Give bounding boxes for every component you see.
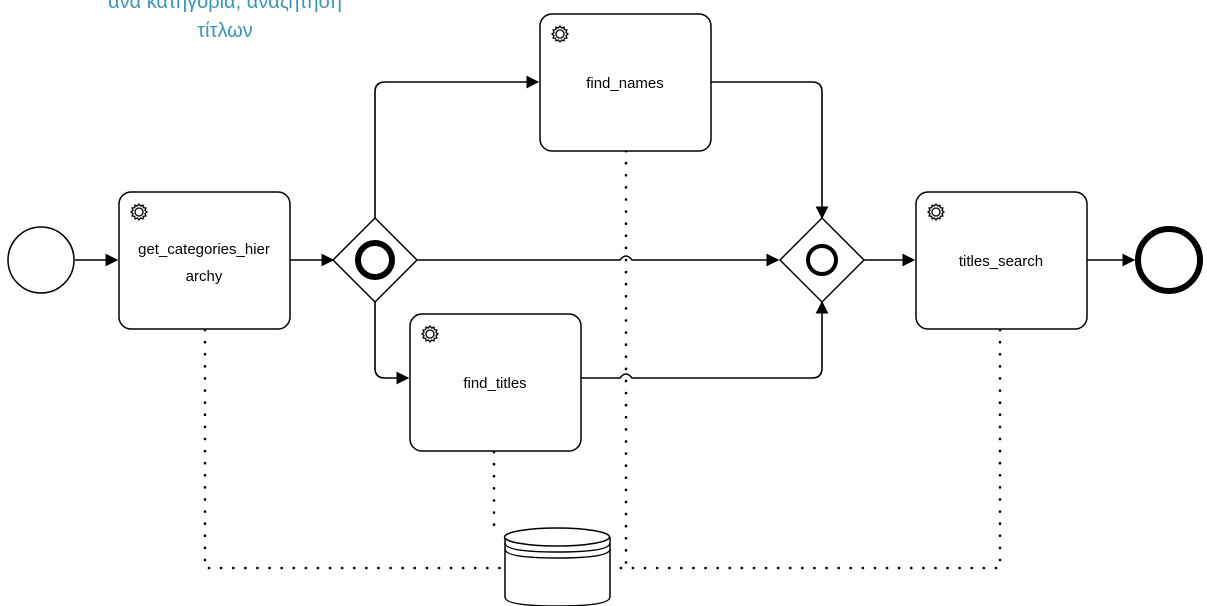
task-titles-search: titles_search xyxy=(915,191,1088,330)
annotation-line-1: ανά κατηγορία, αναζήτηση xyxy=(108,0,342,13)
task-get-categories-hierarchy: get_categories_hier archy xyxy=(118,191,291,330)
text-annotation: ανά κατηγορία, αναζήτηση τίτλων xyxy=(40,0,410,46)
task-find-titles: find_titles xyxy=(409,313,582,452)
task-label-line-1: get_categories_hier xyxy=(138,241,270,258)
sequence-flows xyxy=(75,75,1136,385)
task-label: find_names xyxy=(586,75,664,92)
join-gateway xyxy=(778,216,866,304)
flow-find-names-to-join xyxy=(711,81,829,220)
task-label-line-2: archy xyxy=(186,268,223,285)
task-label: titles_search xyxy=(959,253,1043,270)
annotation-line-2: τίτλων xyxy=(197,20,253,42)
task-label: find_titles xyxy=(463,375,526,392)
flow-split-to-find-names xyxy=(374,75,540,220)
flow-split-to-join xyxy=(417,253,780,267)
database-icon xyxy=(503,527,611,606)
start-event xyxy=(7,226,75,294)
association-titles-search xyxy=(608,328,1002,570)
flow-split-to-find-titles xyxy=(374,300,410,385)
data-associations xyxy=(203,149,1002,570)
task-find-names: find_names xyxy=(539,13,712,152)
data-store xyxy=(503,527,611,606)
end-event xyxy=(1135,226,1203,294)
flow-find-titles-to-join xyxy=(581,300,829,379)
split-gateway xyxy=(331,216,419,304)
